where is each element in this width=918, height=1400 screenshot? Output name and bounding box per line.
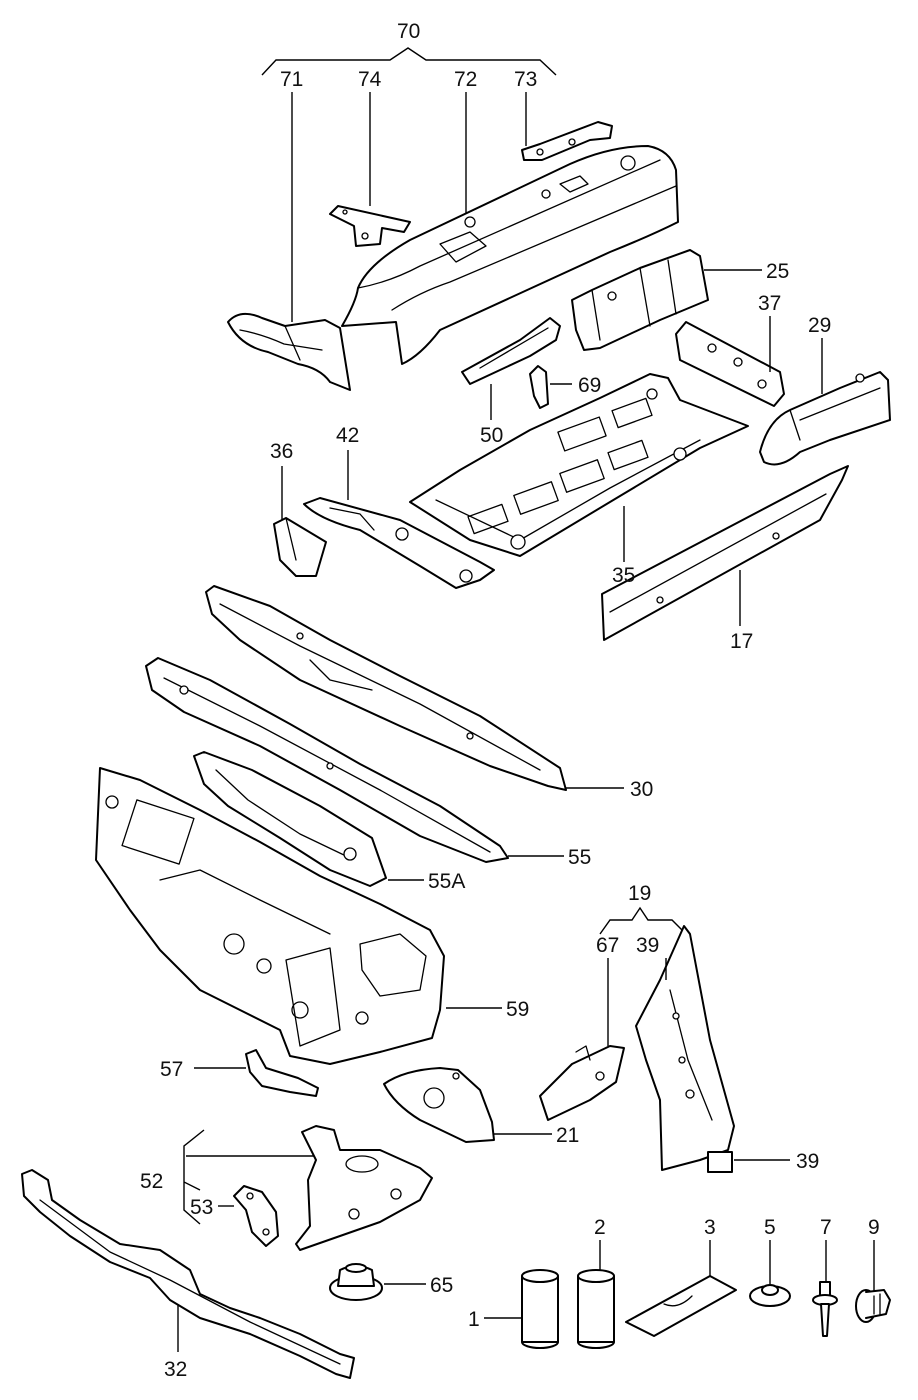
part-36[interactable]: [273, 517, 327, 577]
part-17[interactable]: [601, 465, 849, 641]
part-69[interactable]: [529, 365, 549, 409]
label-42: 42: [336, 424, 359, 447]
part-7[interactable]: [812, 1281, 838, 1337]
part-35[interactable]: [409, 373, 749, 557]
label-37: 37: [758, 292, 781, 315]
label-17: 17: [730, 630, 753, 653]
part-59[interactable]: [95, 767, 445, 1065]
part-30[interactable]: [205, 585, 567, 791]
label-29: 29: [808, 314, 831, 337]
label-57: 57: [160, 1058, 183, 1081]
part-72[interactable]: [341, 145, 679, 365]
part-65[interactable]: [329, 1263, 383, 1301]
part-52[interactable]: [295, 1125, 433, 1251]
part-39-plate[interactable]: [707, 1151, 733, 1173]
part-73[interactable]: [521, 121, 613, 161]
label-3: 3: [704, 1216, 716, 1239]
part-2[interactable]: [577, 1269, 615, 1349]
label-72: 72: [454, 68, 477, 91]
label-25: 25: [766, 260, 789, 283]
part-1[interactable]: [521, 1269, 559, 1349]
part-50[interactable]: [461, 317, 561, 385]
label-65: 65: [430, 1274, 453, 1297]
label-59: 59: [506, 998, 529, 1021]
label-7: 7: [820, 1216, 832, 1239]
label-50: 50: [480, 424, 503, 447]
label-1: 1: [468, 1308, 480, 1331]
label-55a: 55A: [428, 870, 465, 893]
label-2: 2: [594, 1216, 606, 1239]
part-55a[interactable]: [193, 751, 387, 887]
part-29[interactable]: [759, 371, 891, 466]
label-70: 70: [397, 20, 420, 43]
label-67: 67: [596, 934, 619, 957]
label-30: 30: [630, 778, 653, 801]
label-74: 74: [358, 68, 382, 91]
part-55[interactable]: [145, 657, 509, 863]
group-70-bracket: [261, 47, 557, 76]
label-55: 55: [568, 846, 591, 869]
part-57[interactable]: [245, 1049, 319, 1097]
label-5: 5: [764, 1216, 776, 1239]
label-69: 69: [578, 374, 601, 397]
label-52: 52: [140, 1170, 163, 1193]
label-21: 21: [556, 1124, 579, 1147]
part-53[interactable]: [233, 1185, 279, 1247]
part-3[interactable]: [625, 1275, 737, 1337]
part-71[interactable]: [227, 312, 351, 391]
label-35: 35: [612, 564, 635, 587]
part-21[interactable]: [383, 1067, 495, 1143]
part-9[interactable]: [855, 1289, 891, 1323]
group-19-bracket: [599, 906, 687, 935]
label-71: 71: [280, 68, 303, 91]
part-39-pillar[interactable]: [635, 925, 735, 1171]
label-36: 36: [270, 440, 293, 463]
label-73: 73: [514, 68, 537, 91]
label-32: 32: [164, 1358, 187, 1381]
part-32[interactable]: [21, 1169, 355, 1379]
part-25[interactable]: [571, 249, 709, 351]
part-74[interactable]: [329, 205, 411, 247]
label-39-lower: 39: [796, 1150, 819, 1173]
part-5[interactable]: [749, 1284, 791, 1307]
label-19: 19: [628, 882, 651, 905]
label-9: 9: [868, 1216, 880, 1239]
part-42[interactable]: [303, 497, 495, 589]
label-53: 53: [190, 1196, 213, 1219]
part-37[interactable]: [675, 321, 785, 407]
part-67[interactable]: [539, 1045, 625, 1121]
label-39-upper: 39: [636, 934, 659, 957]
